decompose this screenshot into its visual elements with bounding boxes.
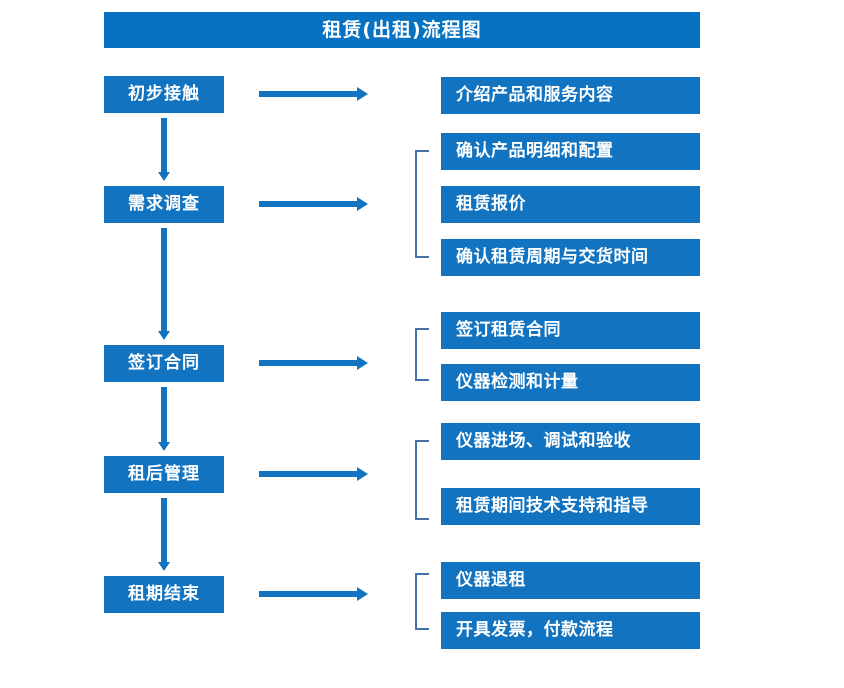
flow-arrow-right-2	[259, 197, 368, 211]
detail-node-1[interactable]: 介绍产品和服务内容	[441, 77, 700, 114]
group-bracket-requirements	[415, 150, 429, 258]
flow-arrow-down-1	[158, 118, 170, 181]
group-bracket-contract	[415, 328, 429, 381]
stage-node-5[interactable]: 租期结束	[104, 576, 224, 613]
detail-node-6[interactable]: 仪器检测和计量	[441, 364, 700, 401]
stage-node-2[interactable]: 需求调查	[104, 186, 224, 223]
detail-node-3[interactable]: 租赁报价	[441, 186, 700, 223]
detail-node-4[interactable]: 确认租赁周期与交货时间	[441, 239, 700, 276]
flow-arrow-right-5	[259, 587, 368, 601]
flow-arrow-right-3	[259, 356, 368, 370]
flow-arrow-right-1	[259, 87, 368, 101]
detail-node-9[interactable]: 仪器退租	[441, 562, 700, 599]
flow-arrow-down-3	[158, 387, 170, 451]
detail-node-2[interactable]: 确认产品明细和配置	[441, 133, 700, 170]
stage-node-3[interactable]: 签订合同	[104, 345, 224, 382]
group-bracket-management	[415, 440, 429, 520]
detail-node-10[interactable]: 开具发票，付款流程	[441, 612, 700, 649]
flow-arrow-down-4	[158, 498, 170, 571]
stage-node-1[interactable]: 初步接触	[104, 76, 224, 113]
flow-arrow-right-4	[259, 467, 368, 481]
detail-node-5[interactable]: 签订租赁合同	[441, 312, 700, 349]
group-bracket-termination	[415, 573, 429, 630]
detail-node-7[interactable]: 仪器进场、调试和验收	[441, 423, 700, 460]
diagram-title: 租赁(出租)流程图	[104, 12, 700, 48]
detail-node-8[interactable]: 租赁期间技术支持和指导	[441, 488, 700, 525]
stage-node-4[interactable]: 租后管理	[104, 456, 224, 493]
flow-arrow-down-2	[158, 228, 170, 340]
